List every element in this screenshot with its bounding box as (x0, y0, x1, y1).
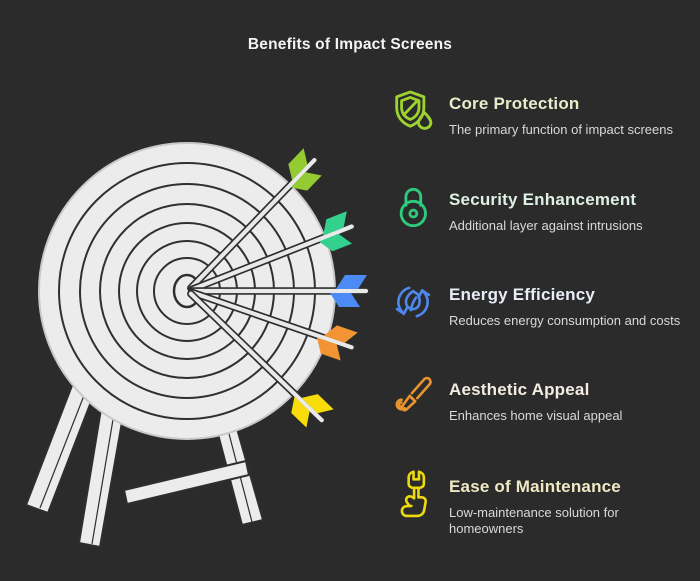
benefit-title: Core Protection (449, 94, 580, 113)
target-stand (24, 368, 265, 549)
benefit-ease-of-maintenance: Ease of Maintenance Low-maintenance solu… (388, 469, 690, 537)
benefit-title: Aesthetic Appeal (449, 380, 590, 399)
arrow-lime (187, 148, 322, 292)
benefit-subtitle: The primary function of impact screens (449, 122, 673, 137)
benefit-core-protection: Core Protection The primary function of … (388, 86, 690, 138)
shield-flame-icon (388, 86, 438, 136)
benefit-security-enhancement: Security Enhancement Additional layer ag… (388, 182, 690, 234)
benefit-title: Energy Efficiency (449, 285, 596, 304)
benefit-title: Security Enhancement (449, 190, 637, 209)
benefit-subtitle: Low-maintenance solution for homeowners (449, 505, 619, 536)
dartboard-illustration (24, 142, 370, 549)
arrow-emerald (187, 211, 356, 294)
page-title: Benefits of Impact Screens (247, 36, 453, 53)
benefit-title: Ease of Maintenance (449, 477, 621, 496)
benefit-energy-efficiency: Energy Efficiency Reduces energy consump… (388, 277, 690, 329)
arrow-orange (188, 288, 358, 361)
arrow-yellow (187, 290, 334, 428)
benefit-aesthetic-appeal: Aesthetic Appeal Enhances home visual ap… (388, 372, 690, 424)
hand-wrench-icon (388, 469, 438, 519)
benefit-subtitle: Enhances home visual appeal (449, 408, 623, 423)
benefit-subtitle: Reduces energy consumption and costs (449, 313, 681, 328)
padlock-icon (388, 182, 438, 232)
benefit-subtitle: Additional layer against intrusions (449, 218, 643, 233)
eco-refresh-icon (388, 277, 438, 327)
paintbrush-icon (388, 372, 438, 422)
arrow-blue (188, 275, 370, 307)
